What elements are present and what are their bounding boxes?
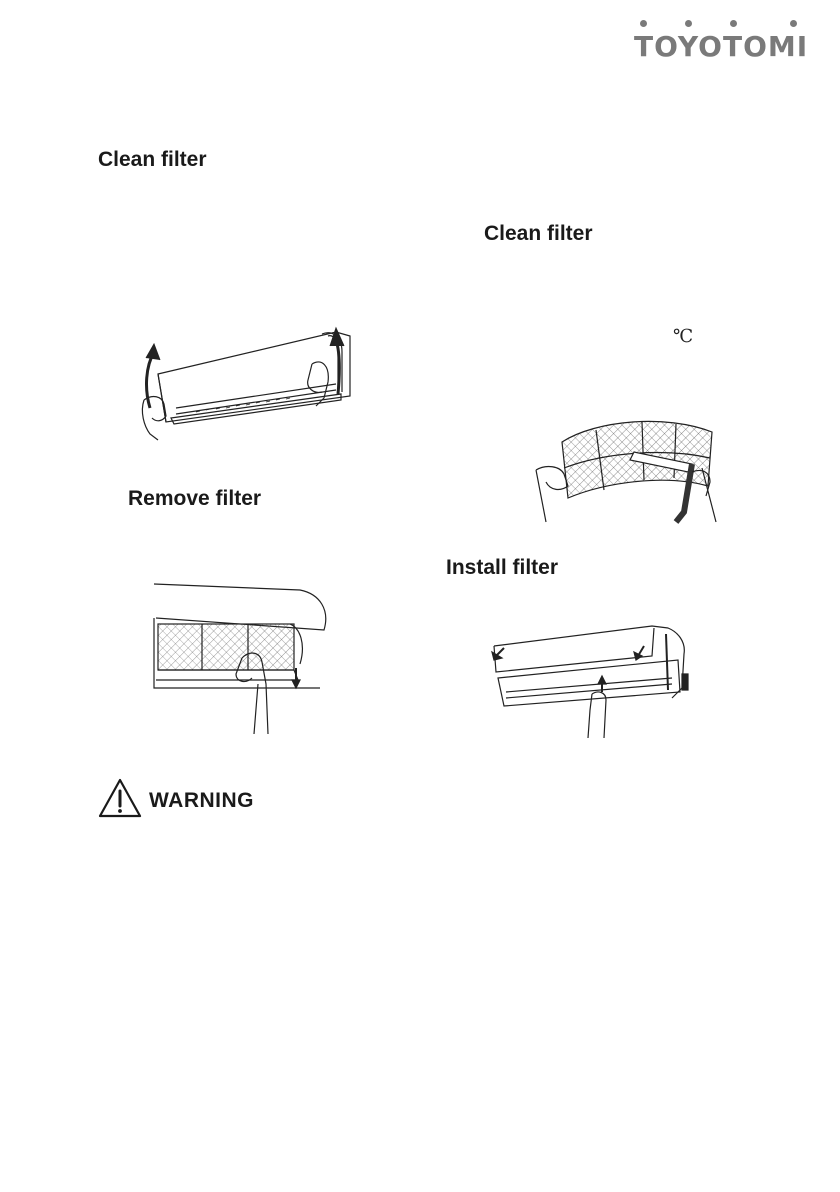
install-filter-heading: Install filter xyxy=(446,556,558,580)
toyotomi-logo: TOYOTOMI xyxy=(632,20,802,66)
warning-triangle-icon xyxy=(98,778,142,818)
clean-filter-illustration xyxy=(516,412,726,530)
logo-text: TOYOTOMI xyxy=(634,30,808,63)
warning-label: WARNING xyxy=(149,789,254,813)
clean-filter-heading: Clean filter xyxy=(98,148,207,172)
install-filter-illustration xyxy=(482,620,692,738)
clean-filter-heading-right: Clean filter xyxy=(484,222,593,246)
open-panel-illustration xyxy=(136,322,362,442)
logo-dots xyxy=(632,20,802,30)
remove-filter-illustration xyxy=(150,584,334,736)
celsius-symbol: ℃ xyxy=(673,326,693,347)
remove-filter-heading: Remove filter xyxy=(128,487,261,511)
